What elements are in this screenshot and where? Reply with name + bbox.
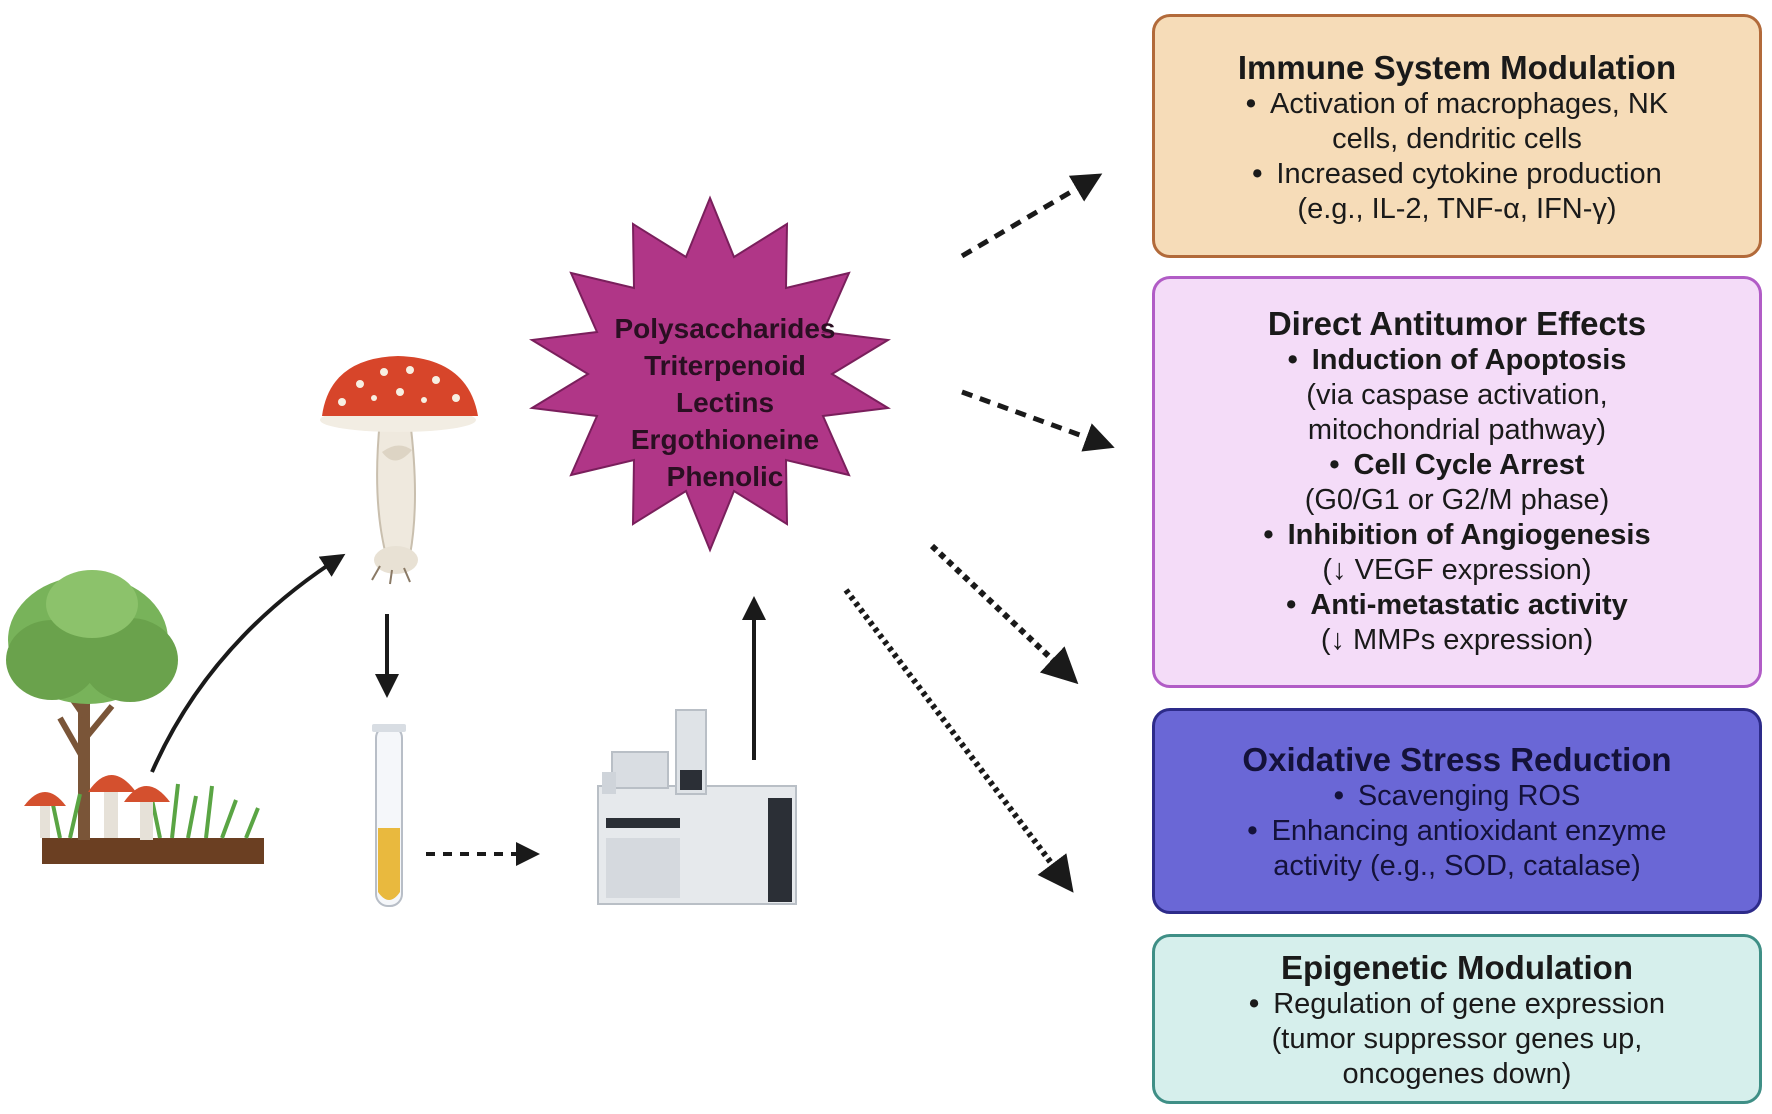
arrow-tree-to-mushroom (150, 553, 346, 773)
compound-label: Lectins (675, 387, 775, 418)
compound-label: Ergothioneine (630, 424, 820, 455)
oxidative-stress-box: Oxidative Stress Reduction •Scavenging R… (1152, 708, 1762, 914)
arrow-to-oxidative (929, 543, 1079, 685)
list-item: •Cell Cycle Arrest (G0/G1 or G2/M phase) (1304, 449, 1610, 516)
box-title: Direct Antitumor Effects (1267, 305, 1647, 342)
tree-with-mushrooms-icon (6, 570, 264, 864)
mushroom-icon (320, 356, 478, 585)
antitumor-effects-box: Direct Antitumor Effects •Induction of A… (1152, 276, 1762, 688)
lab-instrument-icon (597, 709, 797, 905)
box-title: Oxidative Stress Reduction (1242, 741, 1672, 778)
list-item: •Activation of macrophages, NK cells, de… (1245, 88, 1669, 155)
box-title: Epigenetic Modulation (1281, 949, 1633, 986)
list-item: •Inhibition of Angiogenesis (↓ VEGF expr… (1263, 519, 1651, 586)
epigenetic-modulation-box: Epigenetic Modulation •Regulation of gen… (1152, 934, 1762, 1104)
compound-label: Triterpenoid (644, 350, 806, 381)
test-tube-icon (372, 724, 406, 907)
arrow-to-immune (960, 173, 1103, 259)
box-title: Immune System Modulation (1237, 49, 1677, 86)
list-item: •Regulation of gene expression (tumor su… (1249, 988, 1665, 1090)
compound-label: Polysaccharides (614, 313, 836, 344)
list-item: •Increased cytokine production (e.g., IL… (1252, 158, 1662, 225)
immune-modulation-box: Immune System Modulation •Activation of … (1152, 14, 1762, 258)
list-item: •Scavenging ROS (1333, 780, 1581, 812)
compound-label: Phenolic (666, 461, 784, 492)
compound-list: Polysaccharides Triterpenoid Lectins Erg… (555, 310, 895, 495)
compound-starburst (529, 195, 891, 553)
list-item: •Anti-metastatic activity (↓ MMPs expres… (1286, 589, 1628, 656)
arrow-to-epigenetic (843, 588, 1074, 893)
arrow-to-antitumor (961, 389, 1115, 452)
list-item: •Enhancing antioxidant enzyme activity (… (1247, 815, 1667, 882)
list-item: •Induction of Apoptosis (via caspase act… (1287, 344, 1627, 446)
